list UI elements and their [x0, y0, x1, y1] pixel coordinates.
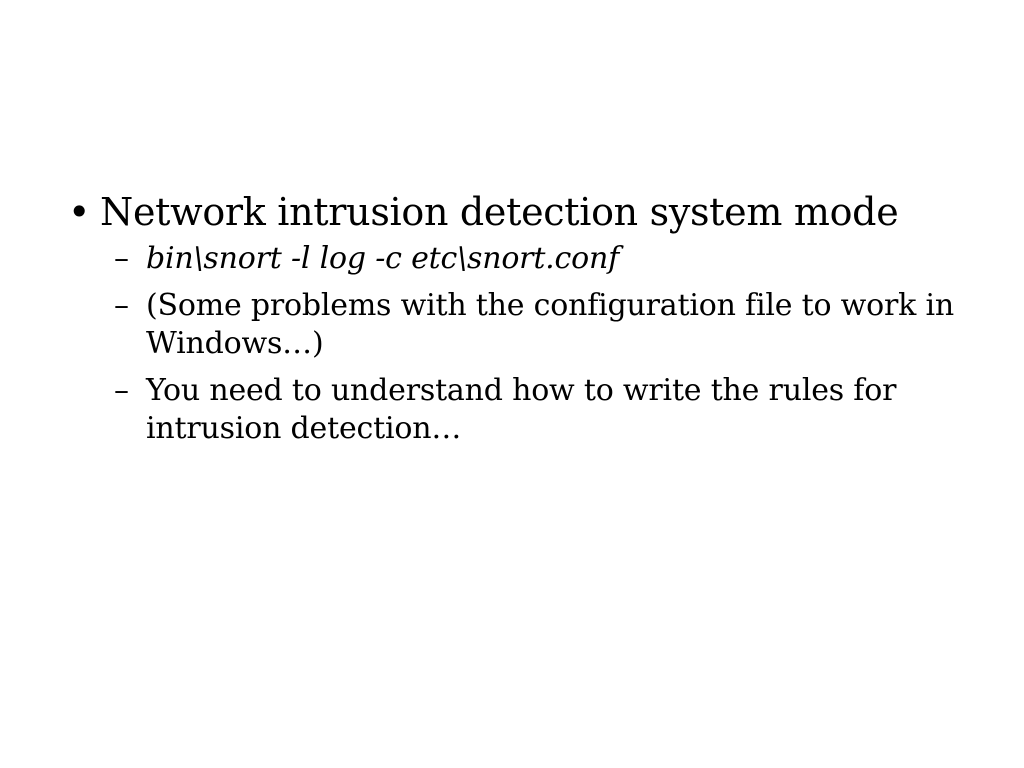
command-text: bin\snort -l log -c etc\snort.conf	[146, 241, 619, 276]
note-text: (Some problems with the configuration fi…	[146, 288, 954, 361]
sub-bullet-command: – bin\snort -l log -c etc\snort.conf	[114, 240, 968, 278]
rules-text: You need to understand how to write the …	[146, 373, 897, 446]
dash-icon: –	[114, 288, 129, 323]
dash-icon: –	[114, 373, 129, 408]
sub-bullet-rules: – You need to understand how to write th…	[114, 372, 968, 448]
sub-bullet-list: – bin\snort -l log -c etc\snort.conf – (…	[68, 240, 968, 448]
bullet-item: • Network intrusion detection system mod…	[68, 188, 968, 448]
sub-bullet-note: – (Some problems with the configuration …	[114, 287, 968, 363]
bullet-text: Network intrusion detection system mode	[100, 190, 899, 234]
bullet-item-row: • Network intrusion detection system mod…	[68, 188, 968, 236]
dash-icon: –	[114, 241, 129, 276]
bullet-list: • Network intrusion detection system mod…	[68, 188, 968, 448]
bullet-icon: •	[68, 190, 91, 234]
